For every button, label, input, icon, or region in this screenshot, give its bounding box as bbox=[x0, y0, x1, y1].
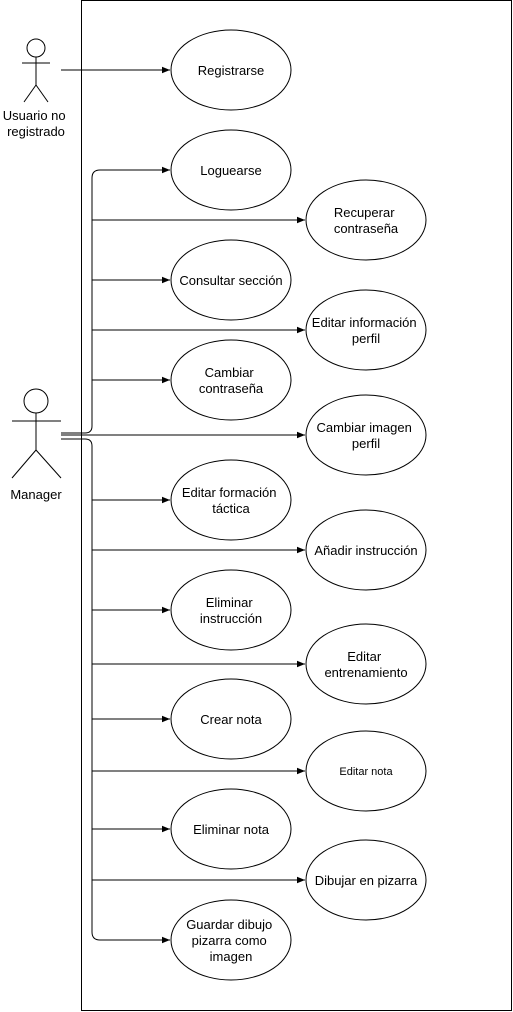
connector-loguearse bbox=[61, 166, 170, 434]
use-case-label-line: Cambiar bbox=[205, 365, 255, 380]
use-case-label: Dibujar en pizarra bbox=[315, 873, 418, 888]
actor-unregistered-label-line: registrado bbox=[7, 124, 65, 139]
use-case-label-line: imagen bbox=[210, 949, 253, 964]
use-case-editar-informacion-perfil[interactable] bbox=[305, 289, 427, 371]
use-case-label: Cambiar imagen perfil bbox=[317, 420, 416, 451]
use-case-label: Eliminar nota bbox=[193, 822, 270, 837]
use-case-label-line: Registrarse bbox=[198, 63, 264, 78]
use-case-label: Editar entrenamiento bbox=[324, 649, 407, 680]
use-case-label-line: Editar información bbox=[312, 315, 417, 330]
use-case-label-line: Guardar dibujo bbox=[186, 917, 272, 932]
use-case-label: Guardar dibujo pizarra como imagen bbox=[186, 917, 276, 964]
use-case-label: Editar formación táctica bbox=[182, 485, 280, 516]
use-case-editar-formacion-tactica[interactable] bbox=[170, 459, 292, 541]
use-case-label-line: Cambiar imagen bbox=[317, 420, 412, 435]
actor-unregistered-user bbox=[22, 38, 50, 103]
use-case-label-line: Añadir instrucción bbox=[314, 543, 417, 558]
use-case-eliminar-nota[interactable] bbox=[170, 788, 292, 870]
use-case-label-line: Consultar sección bbox=[179, 273, 282, 288]
use-case-label-line: perfil bbox=[352, 331, 380, 346]
use-case-label: Loguearse bbox=[200, 163, 261, 178]
use-case-label: Editar nota bbox=[339, 766, 393, 778]
use-case-label-line: entrenamiento bbox=[324, 665, 407, 680]
use-case-label-line: Eliminar bbox=[206, 595, 254, 610]
use-case-label: Cambiar contraseña bbox=[199, 365, 264, 396]
use-case-cambiar-contrasena[interactable] bbox=[170, 339, 292, 421]
use-case-label-line: Crear nota bbox=[200, 712, 262, 727]
use-case-label: Editar información perfil bbox=[312, 315, 420, 346]
use-case-label-line: táctica bbox=[212, 501, 250, 516]
use-case-label-line: Loguearse bbox=[200, 163, 261, 178]
use-case-label-line: Editar nota bbox=[339, 766, 393, 778]
use-case-label: Añadir instrucción bbox=[314, 543, 417, 558]
use-case-editar-entrenamiento[interactable] bbox=[305, 623, 427, 705]
use-case-cambiar-imagen-perfil[interactable] bbox=[305, 394, 427, 476]
use-case-label-line: contraseña bbox=[199, 381, 264, 396]
use-case-dibujar-en-pizarra[interactable] bbox=[305, 839, 427, 921]
use-case-loguearse[interactable] bbox=[170, 129, 292, 211]
use-case-label-line: Eliminar nota bbox=[193, 822, 270, 837]
use-case-label-line: contraseña bbox=[334, 221, 399, 236]
associations bbox=[61, 66, 305, 944]
actor-manager bbox=[11, 388, 62, 479]
use-case-label: Recuperar contraseña bbox=[334, 205, 399, 236]
use-case-label-line: Recuperar bbox=[334, 205, 395, 220]
use-case-crear-nota[interactable] bbox=[170, 678, 292, 760]
actor-unregistered-label: Usuario no registrado bbox=[3, 108, 70, 139]
use-case-label: Registrarse bbox=[198, 63, 264, 78]
connector-guardar-dibujo-pizarra bbox=[61, 438, 170, 944]
use-case-label-line: pizarra como bbox=[192, 933, 267, 948]
use-case-label-line: Dibujar en pizarra bbox=[315, 873, 418, 888]
actor-unregistered-label-line: Usuario no bbox=[3, 108, 66, 123]
use-case-label: Eliminar instrucción bbox=[200, 595, 262, 626]
use-case-editar-nota[interactable] bbox=[305, 730, 427, 812]
use-case-label: Crear nota bbox=[200, 712, 262, 727]
use-case-label-line: perfil bbox=[352, 436, 380, 451]
use-case-label-line: instrucción bbox=[200, 611, 262, 626]
use-case-guardar-dibujo-pizarra[interactable] bbox=[170, 899, 292, 981]
use-case-registrarse[interactable] bbox=[170, 29, 292, 111]
use-case-label-line: Editar bbox=[347, 649, 382, 664]
use-case-label: Consultar sección bbox=[179, 273, 282, 288]
use-case-label-line: Editar formación bbox=[182, 485, 277, 500]
system-boundary bbox=[81, 0, 512, 1011]
actor-manager-label: Manager bbox=[10, 487, 62, 502]
use-case-anadir-instruccion[interactable] bbox=[305, 509, 427, 591]
use-case-recuperar-contrasena[interactable] bbox=[305, 179, 427, 261]
use-case-eliminar-instruccion[interactable] bbox=[170, 569, 292, 651]
use-case-consultar-seccion[interactable] bbox=[170, 239, 292, 321]
